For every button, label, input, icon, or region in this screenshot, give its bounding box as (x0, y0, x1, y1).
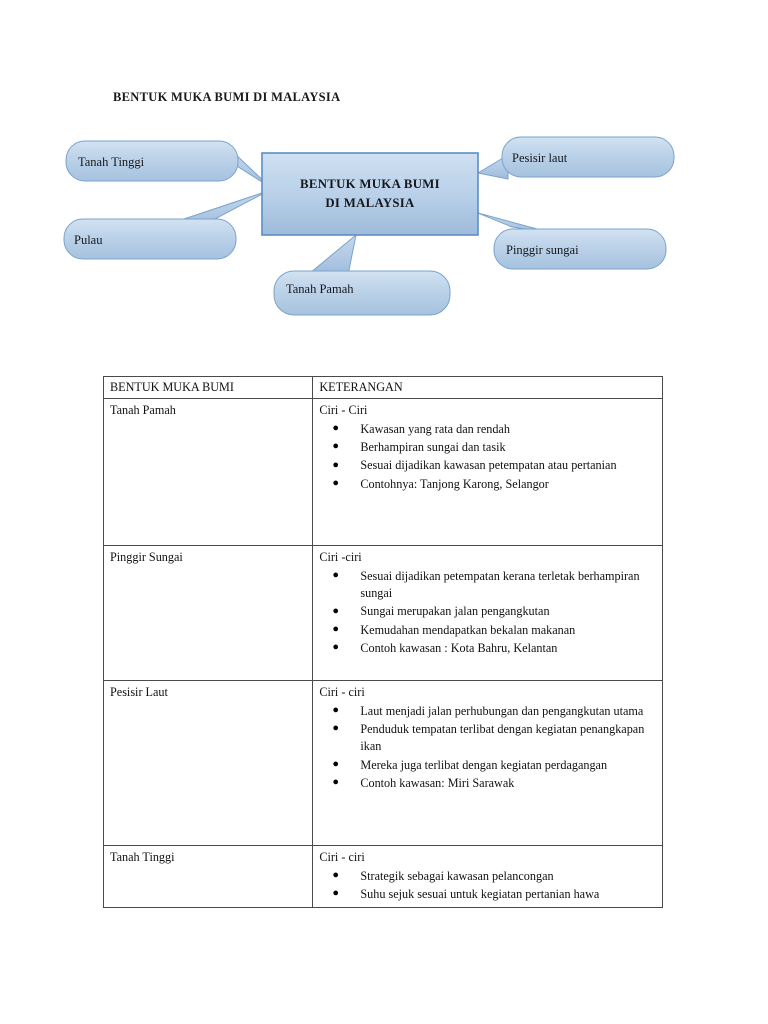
row-name-tanah-pamah: Tanah Pamah (102, 398, 314, 547)
list-item: Mereka juga terlibat dengan kegiatan per… (319, 756, 657, 774)
row-details-pinggir-sungai: Ciri -ciri Sesuai dijadikan petempatan k… (312, 545, 663, 682)
page-title: BENTUK MUKA BUMI DI MALAYSIA (113, 90, 341, 104)
row-details-pesisir-laut: Ciri - ciri Laut menjadi jalan perhubung… (312, 680, 663, 847)
list-item: Berhampiran sungai dan tasik (319, 438, 657, 456)
tail-tanah-pamah (308, 233, 357, 276)
ciri-list: Sesuai dijadikan petempatan kerana terle… (319, 567, 657, 658)
list-item: Penduduk tempatan terlibat dengan kegiat… (319, 720, 657, 756)
center-node-line2: DI MALAYSIA (325, 196, 415, 210)
list-item: Contoh kawasan : Kota Bahru, Kelantan (319, 639, 657, 657)
callout-tanah-tinggi-shape (65, 140, 239, 182)
table-header-row: BENTUK MUKA BUMI KETERANGAN (102, 375, 663, 400)
ciri-list: Strategik sebagai kawasan pelancongan Su… (319, 867, 657, 904)
callout-pinggir-sungai[interactable]: Pinggir sungai (493, 228, 667, 270)
callout-tanah-pamah-shape (273, 270, 451, 316)
list-item: Laut menjadi jalan perhubungan dan penga… (319, 702, 657, 720)
callout-pinggir-sungai-label: Pinggir sungai (506, 243, 579, 257)
table-row: Pesisir Laut Ciri - ciri Laut menjadi ja… (102, 680, 663, 847)
center-node-line1: BENTUK MUKA BUMI (300, 177, 440, 191)
list-item: Sesuai dijadikan kawasan petempatan atau… (319, 457, 657, 474)
callout-pulau-shape (63, 218, 237, 260)
ciri-list: Kawasan yang rata dan rendah Berhampiran… (319, 420, 657, 493)
row-name-pesisir-laut: Pesisir Laut (102, 680, 314, 847)
ciri-label: Ciri -ciri (319, 550, 362, 565)
row-details-tanah-tinggi: Ciri - ciri Strategik sebagai kawasan pe… (312, 845, 663, 909)
mind-map-diagram: BENTUK MUKA BUMI DI MALAYSIA Tanah Tingg… (0, 125, 768, 325)
callout-pesisir-laut-label: Pesisir laut (512, 151, 568, 165)
ciri-label: Ciri - ciri (319, 850, 365, 865)
callout-pulau-label: Pulau (74, 233, 103, 247)
callout-tanah-tinggi[interactable]: Tanah Tinggi (65, 140, 239, 182)
callout-tanah-pamah-label: Tanah Pamah (286, 282, 354, 296)
list-item: Strategik sebagai kawasan pelancongan (319, 867, 657, 885)
table-row: Pinggir Sungai Ciri -ciri Sesuai dijadik… (102, 545, 663, 682)
row-name-pinggir-sungai: Pinggir Sungai (102, 545, 314, 682)
callout-tails (170, 149, 553, 276)
table-row: Tanah Tinggi Ciri - ciri Strategik sebag… (102, 845, 663, 909)
row-name-tanah-tinggi: Tanah Tinggi (102, 845, 314, 909)
table-header-keterangan: KETERANGAN (312, 375, 663, 400)
list-item: Sungai merupakan jalan pengangkutan (319, 603, 657, 620)
ciri-label: Ciri - Ciri (319, 403, 368, 418)
callout-pesisir-laut-shape (501, 136, 675, 178)
row-details-tanah-pamah: Ciri - Ciri Kawasan yang rata dan rendah… (312, 398, 663, 547)
callout-tanah-pamah[interactable]: Tanah Pamah (273, 270, 451, 316)
ciri-list: Laut menjadi jalan perhubungan dan penga… (319, 702, 657, 793)
callout-tanah-tinggi-label: Tanah Tinggi (78, 155, 145, 169)
list-item: Sesuai dijadikan petempatan kerana terle… (319, 567, 657, 603)
center-node: BENTUK MUKA BUMI DI MALAYSIA (261, 152, 479, 236)
list-item: Kawasan yang rata dan rendah (319, 420, 657, 438)
list-item: Contoh kawasan: Miri Sarawak (319, 774, 657, 792)
center-node-box (261, 152, 479, 236)
callout-pesisir-laut[interactable]: Pesisir laut (501, 136, 675, 178)
table-row: Tanah Pamah Ciri - Ciri Kawasan yang rat… (102, 398, 663, 547)
table-header-bentuk-muka-bumi: BENTUK MUKA BUMI (102, 375, 314, 400)
ciri-label: Ciri - ciri (319, 685, 365, 700)
callout-pulau[interactable]: Pulau (63, 218, 237, 260)
list-item: Suhu sejuk sesuai untuk kegiatan pertani… (319, 885, 657, 903)
list-item: Kemudahan mendapatkan bekalan makanan (319, 621, 657, 639)
landform-table: BENTUK MUKA BUMI KETERANGAN Tanah Pamah … (102, 375, 663, 909)
list-item: Contohnya: Tanjong Karong, Selangor (319, 475, 657, 493)
callout-pinggir-sungai-shape (493, 228, 667, 270)
